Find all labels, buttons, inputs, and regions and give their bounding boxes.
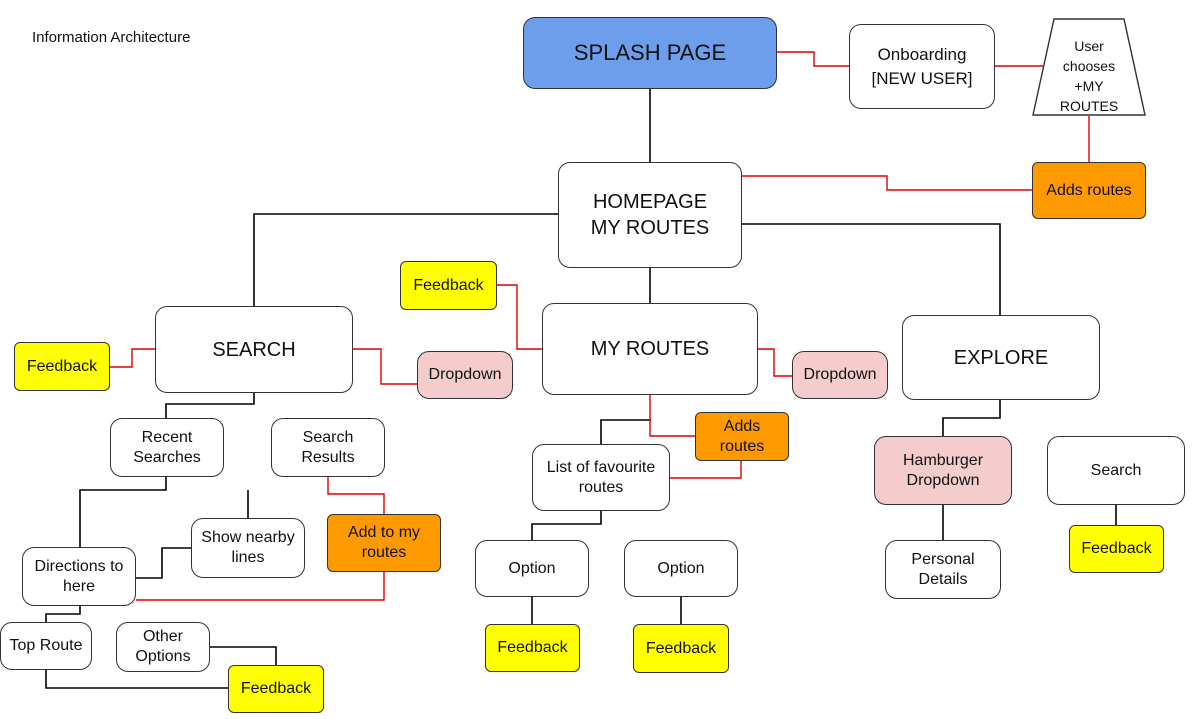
edge-myroutes-feedback [497,284,542,350]
option-1-node[interactable]: Option [475,540,589,597]
edge-search-feedback [110,348,155,368]
option-2-feedback-node[interactable]: Feedback [633,624,729,673]
directions-to-here-node[interactable]: Directions to here [22,547,136,606]
explore-search-node[interactable]: Search [1047,436,1185,505]
search-results-label: Search Results [301,428,355,466]
search-results-node[interactable]: Search Results [271,418,385,477]
edge-explore-children [942,400,1001,436]
edge-homepage-search [253,213,558,306]
splash-page-label: SPLASH PAGE [573,40,727,65]
my-routes-adds-label: Adds routes [719,417,765,455]
explore-label: EXPLORE [953,346,1049,369]
edge-top-feedback [45,670,228,689]
search-label: SEARCH [212,338,296,361]
edge-search-children [165,393,255,418]
top-route-node[interactable]: Top Route [0,622,92,670]
option-2-label: Option [657,559,705,577]
edge-nearby-directions [136,547,191,579]
directions-feedback-label: Feedback [240,680,312,697]
option-2-node[interactable]: Option [624,540,738,597]
edge-myroutes-dropdown [758,348,792,377]
option-1-feedback-node[interactable]: Feedback [485,624,580,672]
directions-feedback-node[interactable]: Feedback [228,665,324,713]
edge-recent-directions [79,477,167,547]
my-routes-node[interactable]: MY ROUTES [542,303,758,395]
hamburger-dropdown-label: Hamburger Dropdown [902,451,984,489]
edge-search-dropdown [353,348,417,385]
my-routes-adds-node[interactable]: Adds routes [695,412,789,461]
search-node[interactable]: SEARCH [155,306,353,393]
edge-myroutes-adds [649,395,695,437]
personal-details-label: Personal Details [911,550,975,588]
explore-feedback-label: Feedback [1081,540,1152,557]
top-route-label: Top Route [9,637,83,654]
add-to-my-routes-label: Add to my routes [347,524,421,561]
adds-routes-top-label: Adds routes [1046,181,1132,199]
favourite-routes-label: List of favourite routes [546,458,656,496]
my-routes-dropdown-node[interactable]: Dropdown [792,351,888,399]
homepage-label: HOMEPAGE MY ROUTES [590,191,710,239]
edge-results-add [327,477,385,514]
user-chooses-trapezoid[interactable] [1032,18,1146,116]
my-routes-feedback-label: Feedback [413,276,484,294]
edge-directions-children [45,606,81,622]
explore-search-label: Search [1090,461,1142,479]
explore-feedback-node[interactable]: Feedback [1069,525,1164,573]
adds-routes-top-node[interactable]: Adds routes [1032,162,1146,219]
personal-details-node[interactable]: Personal Details [885,540,1001,599]
directions-to-here-label: Directions to here [34,557,124,595]
favourite-routes-node[interactable]: List of favourite routes [532,444,670,511]
my-routes-feedback-node[interactable]: Feedback [400,261,497,310]
my-routes-label: MY ROUTES [590,338,710,360]
option-2-feedback-label: Feedback [645,639,717,657]
show-nearby-lines-label: Show nearby lines [201,529,295,566]
page-title: Information Architecture [32,29,191,46]
search-dropdown-node[interactable]: Dropdown [417,351,513,399]
edge-homepage-adds [742,175,1032,191]
explore-node[interactable]: EXPLORE [902,315,1100,400]
edge-adds-fav [670,461,742,479]
edge-homepage-explore [742,223,1001,315]
onboarding-label: Onboarding [NEW USER] [871,44,973,88]
homepage-node[interactable]: HOMEPAGE MY ROUTES [558,162,742,268]
other-options-node[interactable]: Other Options [116,622,210,672]
splash-page-node[interactable]: SPLASH PAGE [523,17,777,89]
edge-add-directions [136,572,385,601]
user-chooses-label: User chooses +MY ROUTES [1059,38,1119,114]
onboarding-node[interactable]: Onboarding [NEW USER] [849,24,995,109]
search-dropdown-label: Dropdown [428,366,502,383]
edge-myroutes-fav [600,419,651,444]
edge-splash-onboarding [777,51,849,67]
option-1-feedback-label: Feedback [497,639,568,656]
search-feedback-node[interactable]: Feedback [14,342,110,391]
recent-searches-node[interactable]: Recent Searches [110,418,224,477]
my-routes-dropdown-label: Dropdown [803,366,877,383]
recent-searches-label: Recent Searches [133,428,201,466]
search-feedback-label: Feedback [26,357,98,375]
other-options-label: Other Options [135,628,191,665]
hamburger-dropdown-node[interactable]: Hamburger Dropdown [874,436,1012,505]
option-1-label: Option [508,559,556,577]
add-to-my-routes-node[interactable]: Add to my routes [327,514,441,572]
edge-other-feedback [210,646,277,665]
edge-fav-children [531,511,602,540]
show-nearby-lines-node[interactable]: Show nearby lines [191,518,305,578]
